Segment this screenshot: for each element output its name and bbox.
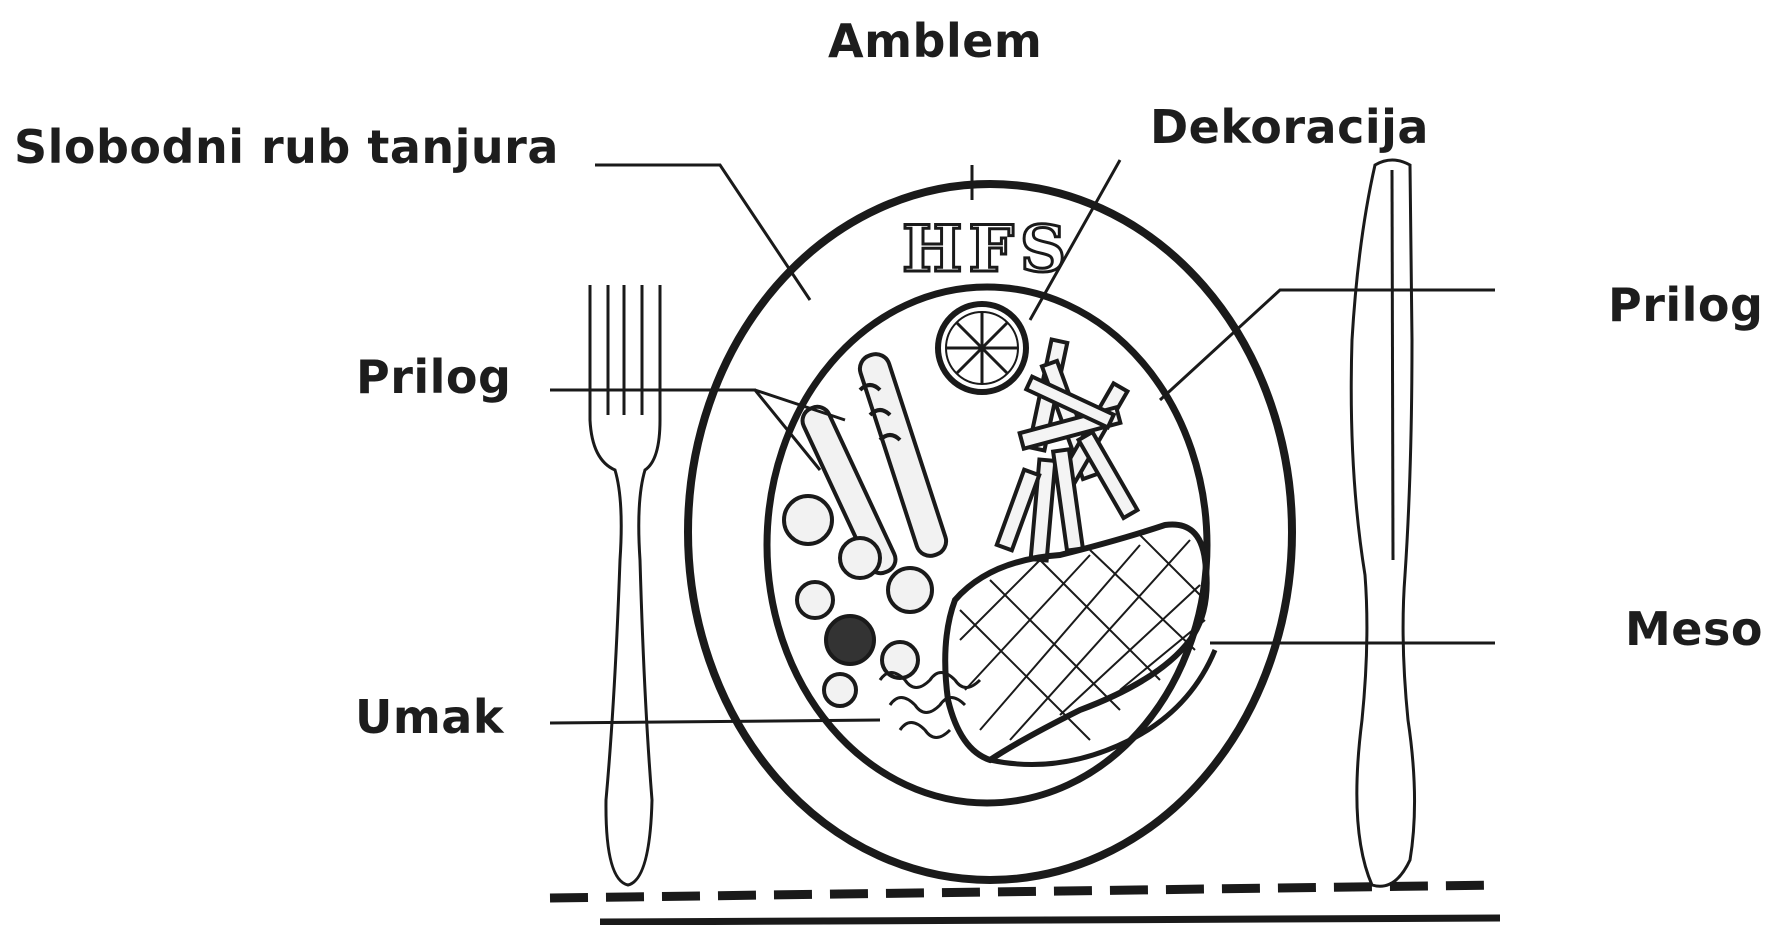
label-amblem: Amblem xyxy=(828,14,1042,68)
knife-icon xyxy=(1351,160,1414,886)
table-edge-dashed-line xyxy=(550,885,1500,898)
label-slobodni-rub: Slobodni rub tanjura xyxy=(14,120,559,174)
plate-emblem-text: HFS xyxy=(902,212,1072,287)
vegetable-side-icon xyxy=(784,351,950,706)
table-edge-solid-line xyxy=(600,918,1500,922)
leader-prilog-right xyxy=(1160,290,1495,400)
plate-inner-well xyxy=(767,287,1207,803)
label-prilog-left: Prilog xyxy=(356,350,511,404)
label-umak: Umak xyxy=(355,690,504,744)
sauce-icon xyxy=(880,673,980,738)
steak-icon xyxy=(945,524,1215,764)
label-prilog-right: Prilog xyxy=(1608,278,1763,332)
label-meso: Meso xyxy=(1625,602,1763,656)
label-dekoracija: Dekoracija xyxy=(1150,100,1429,154)
fork-icon xyxy=(590,285,660,885)
lemon-decoration-icon xyxy=(938,304,1026,392)
